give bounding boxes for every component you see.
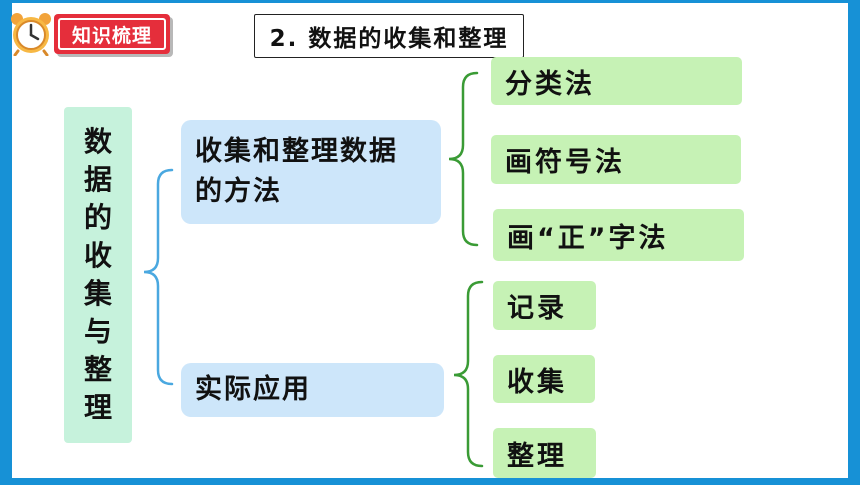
branch-methods-line1: 收集和整理数据: [195, 136, 398, 167]
page-title: 2. 数据的收集和整理: [254, 14, 524, 58]
method-brace: [448, 71, 479, 247]
root-char: 收: [83, 239, 112, 272]
leaf-zheng-tally: 画“正”字法: [493, 209, 744, 261]
leaf-classification: 分类法: [491, 57, 742, 105]
frame-top: [0, 0, 860, 3]
root-char: 理: [83, 391, 112, 424]
root-char: 整: [83, 353, 112, 386]
leaf-organize: 整理: [493, 428, 596, 478]
root-char: 的: [83, 201, 112, 234]
leaf-record: 记录: [493, 281, 596, 330]
leaf-collect: 收集: [493, 355, 595, 403]
branch-methods-line2: 的方法: [195, 176, 282, 207]
root-char: 集: [83, 277, 112, 310]
alarm-clock-icon: [11, 13, 51, 56]
frame-left: [0, 0, 12, 485]
root-char: 据: [83, 163, 112, 196]
root-char: 与: [83, 315, 112, 348]
branch-application: 实际应用: [181, 363, 444, 417]
frame-right: [848, 0, 860, 485]
root-char: 数: [83, 125, 112, 158]
branch-application-label: 实际应用: [195, 374, 311, 405]
root-brace: [143, 168, 174, 386]
branch-methods: 收集和整理数据 的方法: [181, 120, 441, 224]
application-brace: [453, 280, 484, 468]
section-badge: 知识梳理: [54, 14, 170, 54]
section-badge-label: 知识梳理: [58, 18, 166, 50]
frame-bottom: [0, 478, 860, 485]
leaf-symbol-method: 画符号法: [491, 135, 741, 184]
root-node: 数 据 的 收 集 与 整 理: [64, 107, 132, 443]
